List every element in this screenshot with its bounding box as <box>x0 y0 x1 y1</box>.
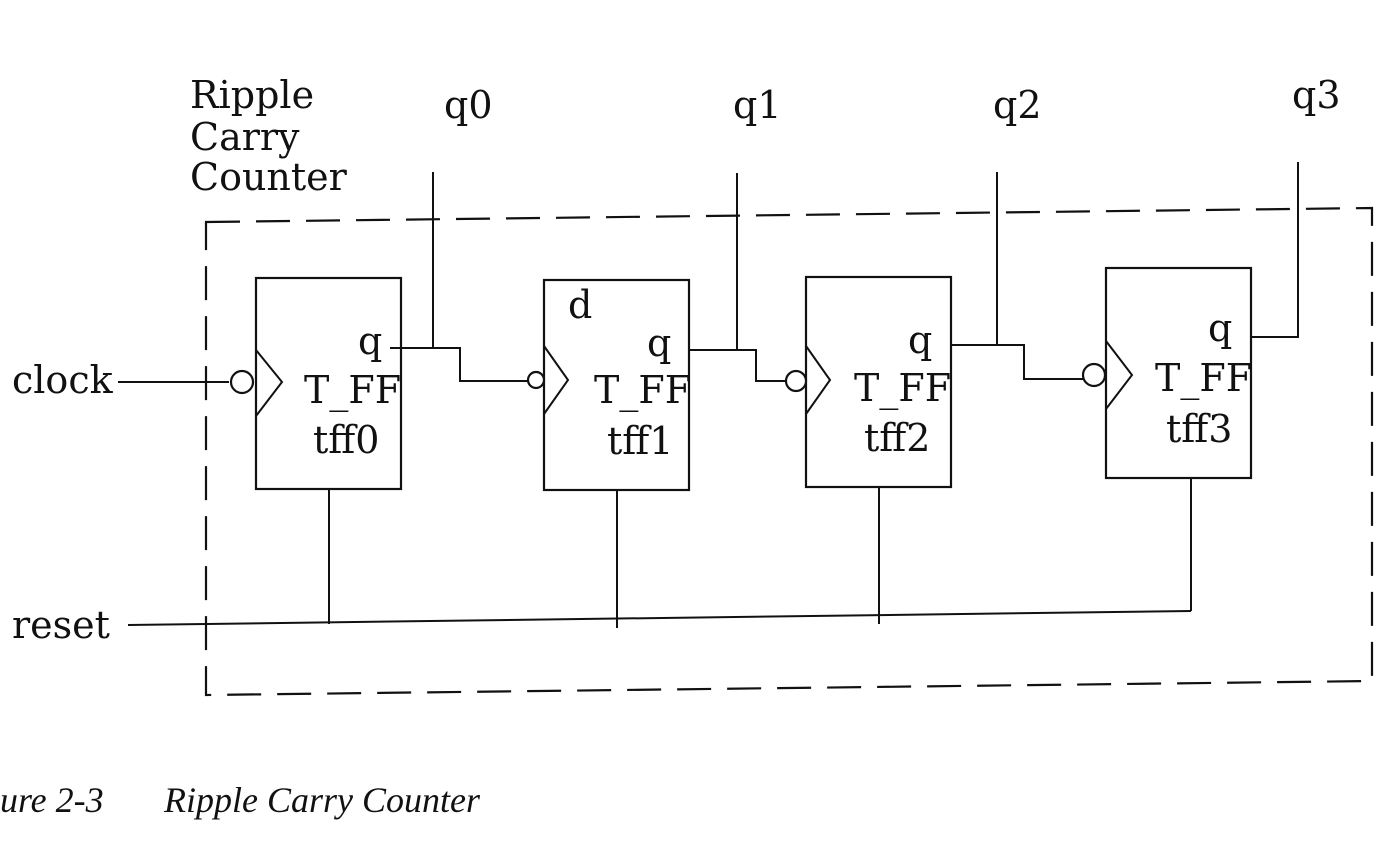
output-label-q1: q1 <box>733 83 782 127</box>
type-label-tff3: T_FF <box>1155 356 1252 401</box>
module-label-line-1: Ripple <box>190 73 314 117</box>
inversion-bubble-tff0 <box>229 369 255 395</box>
pin-label-q-tff2: q <box>908 318 932 362</box>
module-label-line-3: Counter <box>190 155 348 199</box>
pin-label-q-tff3: q <box>1208 306 1232 350</box>
instance-label-tff0: tff0 <box>313 418 379 462</box>
ripple-wire-q2 <box>951 344 1083 380</box>
type-label-tff0: T_FF <box>304 368 401 413</box>
pin-label-d-tff1: d <box>568 283 592 327</box>
reset-bus-wire <box>127 610 1192 626</box>
pin-label-q-tff0: q <box>358 319 382 363</box>
module-label-line-2: Carry <box>190 115 300 159</box>
output-label-q3: q3 <box>1292 73 1341 117</box>
ripple-wire-q0 <box>390 347 528 382</box>
inversion-bubble-tff3 <box>1081 362 1107 388</box>
type-label-tff2: T_FF <box>854 366 951 411</box>
inversion-bubble-tff1 <box>526 370 546 390</box>
caption-number: ure 2-3 <box>0 780 104 820</box>
caption-title: Ripple Carry Counter <box>163 780 481 820</box>
clock-triangle-tff2 <box>805 345 832 415</box>
reset-input-label: reset <box>12 603 110 647</box>
clock-triangle-tff3 <box>1105 340 1134 410</box>
type-label-tff1: T_FF <box>594 368 691 413</box>
ripple-wire-q1 <box>689 349 786 382</box>
instance-label-tff3: tff3 <box>1166 407 1232 451</box>
output-label-q0: q0 <box>444 83 493 127</box>
inversion-bubble-tff2 <box>784 369 808 393</box>
clock-input-label: clock <box>12 358 114 402</box>
clock-triangle-tff1 <box>543 345 570 415</box>
instance-label-tff2: tff2 <box>864 416 930 460</box>
pin-label-q-tff1: q <box>647 321 671 365</box>
output-label-q2: q2 <box>993 83 1042 127</box>
instance-label-tff1: tff1 <box>607 419 673 463</box>
output-wire-q3 <box>1251 162 1299 338</box>
module-boundary <box>204 206 1374 697</box>
clock-triangle-tff0 <box>255 349 284 417</box>
